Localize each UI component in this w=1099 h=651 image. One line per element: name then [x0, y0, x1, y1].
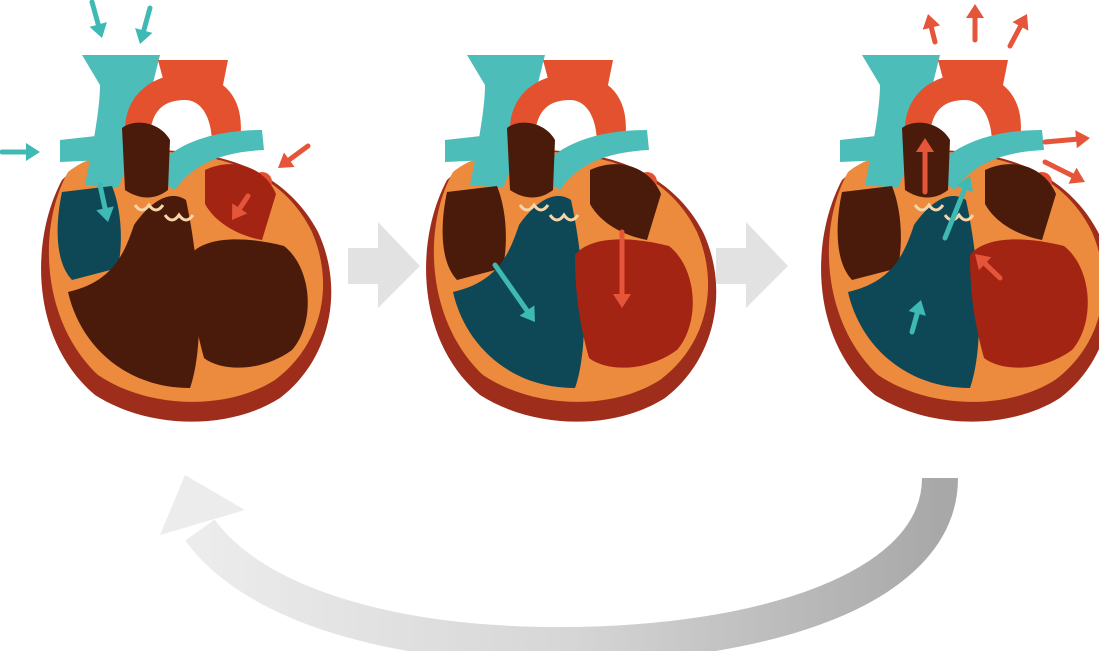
arrow-shaft	[97, 182, 108, 211]
pulmonary-valve	[163, 212, 195, 222]
blood-flow-arrow-oxygenated	[922, 14, 941, 45]
right-atrium	[57, 186, 121, 280]
arrow-shaft	[286, 143, 311, 163]
cycle-return-arrow-body	[185, 477, 958, 651]
arrow-head	[1012, 14, 1029, 31]
blood-flow-arrow-oxygenated	[966, 4, 984, 43]
pulmonary-valve	[943, 212, 975, 222]
arrow-shaft	[909, 310, 920, 335]
blood-flow-arrow-oxygenated	[613, 229, 631, 308]
blood-flow-arrow-oxygenated	[232, 193, 251, 220]
transition-arrow-1	[348, 222, 420, 308]
arrow-head	[966, 4, 984, 18]
aortic-valve	[518, 202, 550, 212]
cycle-return-arrow-head	[160, 475, 245, 535]
pulmonary-vein	[840, 135, 885, 162]
right-atrium	[837, 186, 901, 280]
arrow-head	[1068, 167, 1085, 184]
right-atrium	[442, 186, 506, 280]
blood-flow-arrow-deoxygenated	[89, 0, 107, 38]
aortic-arch	[905, 74, 1021, 145]
arrow-head	[89, 22, 107, 38]
aortic-root	[122, 122, 170, 198]
pulmonary-valve	[548, 212, 580, 222]
arrow-head	[922, 14, 941, 30]
blood-flow-arrow-deoxygenated	[135, 5, 153, 44]
aortic-arch	[510, 74, 626, 145]
heart-ventricular-filling	[426, 55, 717, 422]
left-atrium	[205, 164, 276, 240]
left-ventricle	[970, 239, 1088, 368]
blood-flow-arrow-oxygenated	[278, 143, 311, 168]
arrow-head	[278, 152, 295, 168]
arrow-head	[26, 143, 40, 161]
aortic-valve	[133, 202, 165, 212]
right-ventricle	[453, 196, 585, 388]
arrow-shaft	[141, 5, 153, 34]
arrow-head	[519, 305, 535, 322]
arrow-head	[1075, 130, 1090, 149]
arrow-shaft	[1042, 159, 1075, 179]
pulmonary-vein	[60, 135, 105, 162]
blood-flow-arrow-oxygenated	[1007, 14, 1029, 49]
transition-arrow-2	[716, 222, 788, 308]
left-ventricle	[575, 239, 693, 368]
arrow-head	[96, 206, 114, 222]
arrow-shaft	[237, 193, 251, 211]
arrow-head	[232, 203, 248, 220]
arrow-shaft	[492, 262, 530, 314]
pulmonary-artery	[930, 130, 1044, 190]
arrow-head	[975, 254, 992, 271]
blood-flow-arrow-deoxygenated	[942, 176, 974, 241]
pulmonary-artery	[150, 130, 264, 190]
right-ventricle	[848, 196, 980, 388]
aortic-branches	[543, 60, 613, 90]
arrow-shaft	[928, 25, 938, 45]
heart-ventricular-ejection	[821, 4, 1099, 422]
heart-atrial-filling	[0, 0, 332, 422]
arrow-shaft	[89, 0, 101, 28]
arrow-shaft	[1007, 23, 1023, 49]
pulmonary-vein	[445, 135, 490, 162]
arrow-head	[956, 176, 974, 193]
blood-flow-arrow-oxygenated	[916, 138, 934, 195]
arrow-head	[916, 138, 934, 152]
blood-flow-arrow-deoxygenated	[96, 182, 114, 222]
aortic-branches	[158, 60, 228, 90]
blood-flow-arrow-oxygenated	[1042, 159, 1085, 184]
aortic-branches	[938, 60, 1008, 90]
arrow-head	[135, 28, 153, 44]
left-atrium	[985, 164, 1056, 240]
arrow-head	[613, 294, 631, 308]
aortic-root	[507, 122, 555, 198]
right-ventricle	[68, 196, 200, 388]
blood-flow-arrow-oxygenated	[975, 254, 1003, 281]
arrow-head	[908, 300, 926, 316]
blood-flow-arrow-deoxygenated	[0, 143, 40, 161]
arrow-shaft	[1042, 136, 1079, 145]
blood-flow-arrow-deoxygenated	[492, 262, 535, 322]
left-atrium	[590, 164, 661, 240]
aortic-arch	[125, 74, 241, 145]
blood-flow-arrow-oxygenated	[1042, 130, 1090, 149]
pulmonary-artery	[535, 130, 649, 190]
arrow-shaft	[982, 261, 1003, 281]
arrow-shaft	[942, 186, 968, 241]
blood-flow-arrow-deoxygenated	[908, 300, 926, 335]
aortic-valve	[913, 202, 945, 212]
left-ventricle	[190, 239, 308, 368]
